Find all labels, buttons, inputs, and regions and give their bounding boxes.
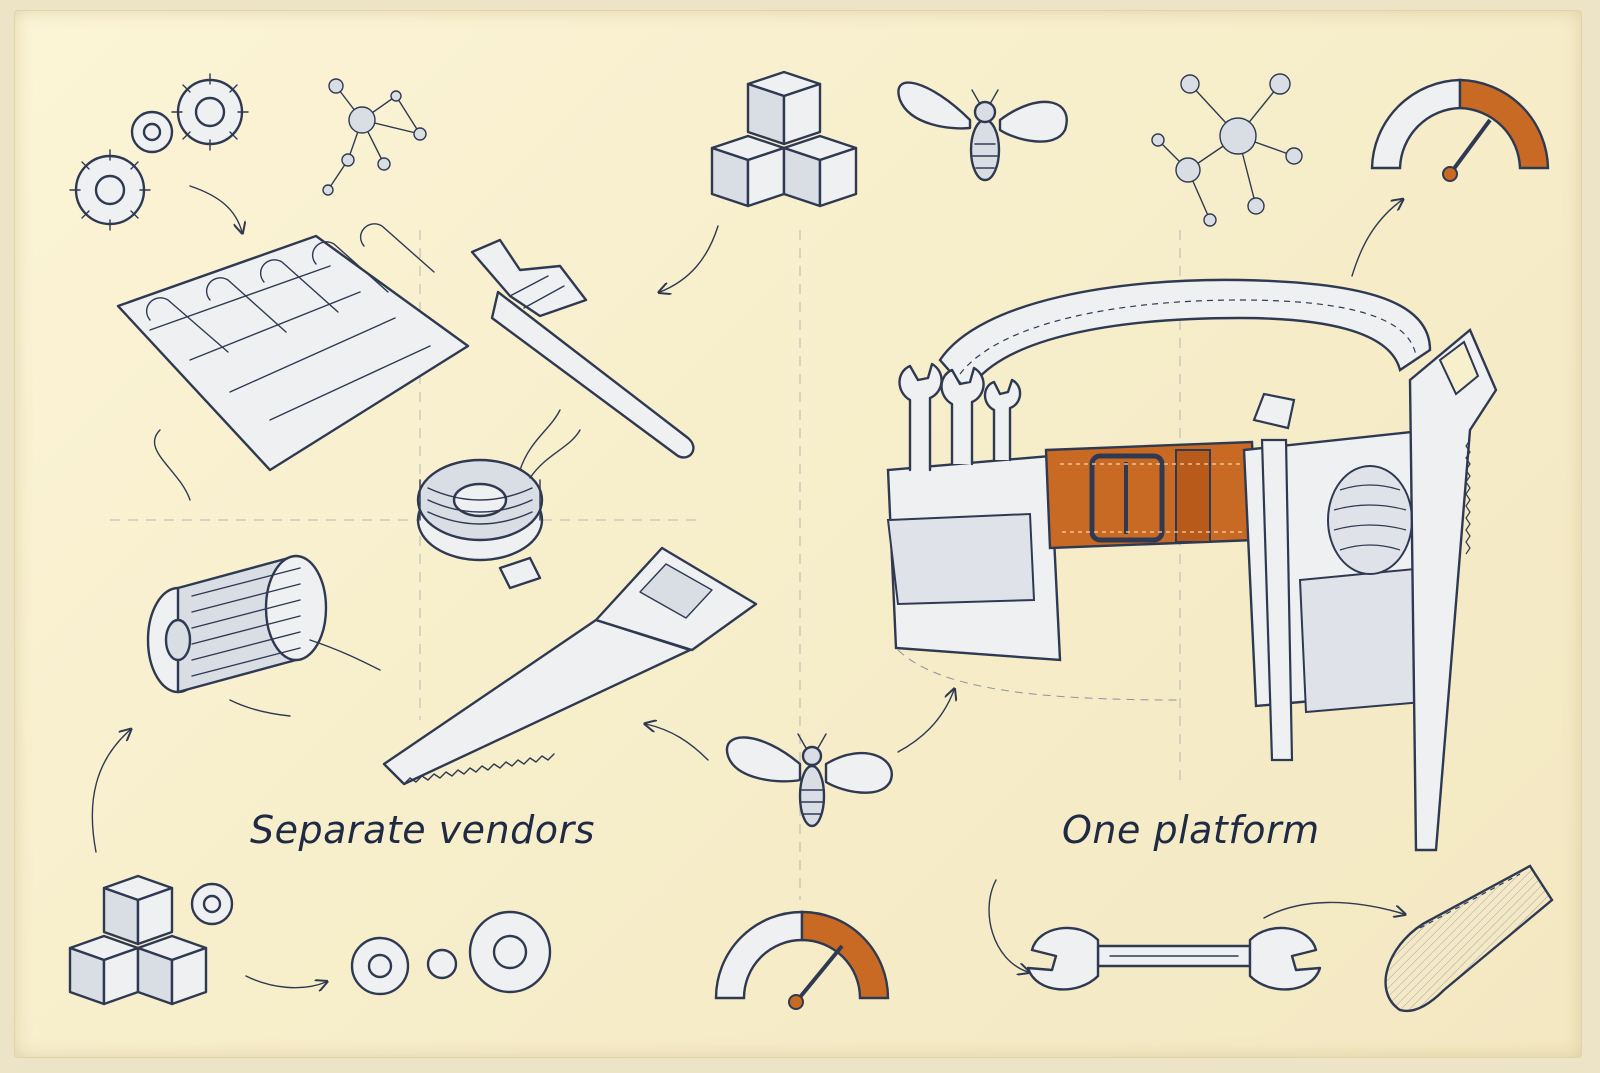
gauge-icon bbox=[1370, 78, 1550, 182]
arrow-icon bbox=[189, 185, 242, 232]
bee-icon bbox=[897, 81, 1068, 182]
saw-blade-icon bbox=[1384, 864, 1554, 1013]
flow-arrows bbox=[91, 185, 1404, 988]
pipe-wrench-icon bbox=[470, 238, 695, 459]
cube-stack-icon bbox=[68, 874, 208, 1006]
arrow-icon bbox=[1351, 200, 1402, 277]
wrench-roll-icon bbox=[116, 223, 470, 501]
label-one-platform: One platform bbox=[1062, 808, 1320, 852]
arrow-icon bbox=[1263, 901, 1404, 919]
arrow-icon bbox=[646, 724, 709, 761]
molecule-icon bbox=[322, 78, 427, 196]
bee-icon bbox=[725, 733, 893, 828]
arrow-icon bbox=[897, 690, 954, 753]
gear-cluster-icon bbox=[190, 882, 552, 996]
arrow-icon bbox=[660, 225, 719, 292]
hand-saw-icon bbox=[382, 546, 758, 786]
cube-stack-icon bbox=[710, 70, 858, 208]
open-wrench-icon bbox=[1026, 926, 1322, 991]
wire-spool-icon bbox=[146, 554, 381, 717]
arrow-icon bbox=[245, 975, 326, 988]
tool-belt-icon bbox=[886, 278, 1498, 852]
arrow-icon bbox=[988, 879, 1028, 972]
wire-coil-icon bbox=[416, 409, 581, 590]
molecule-icon bbox=[1151, 73, 1303, 227]
gear-cluster-icon bbox=[69, 73, 249, 231]
label-separate-vendors: Separate vendors bbox=[250, 808, 595, 852]
gauge-icon bbox=[714, 910, 890, 1010]
arrow-icon bbox=[91, 730, 130, 853]
